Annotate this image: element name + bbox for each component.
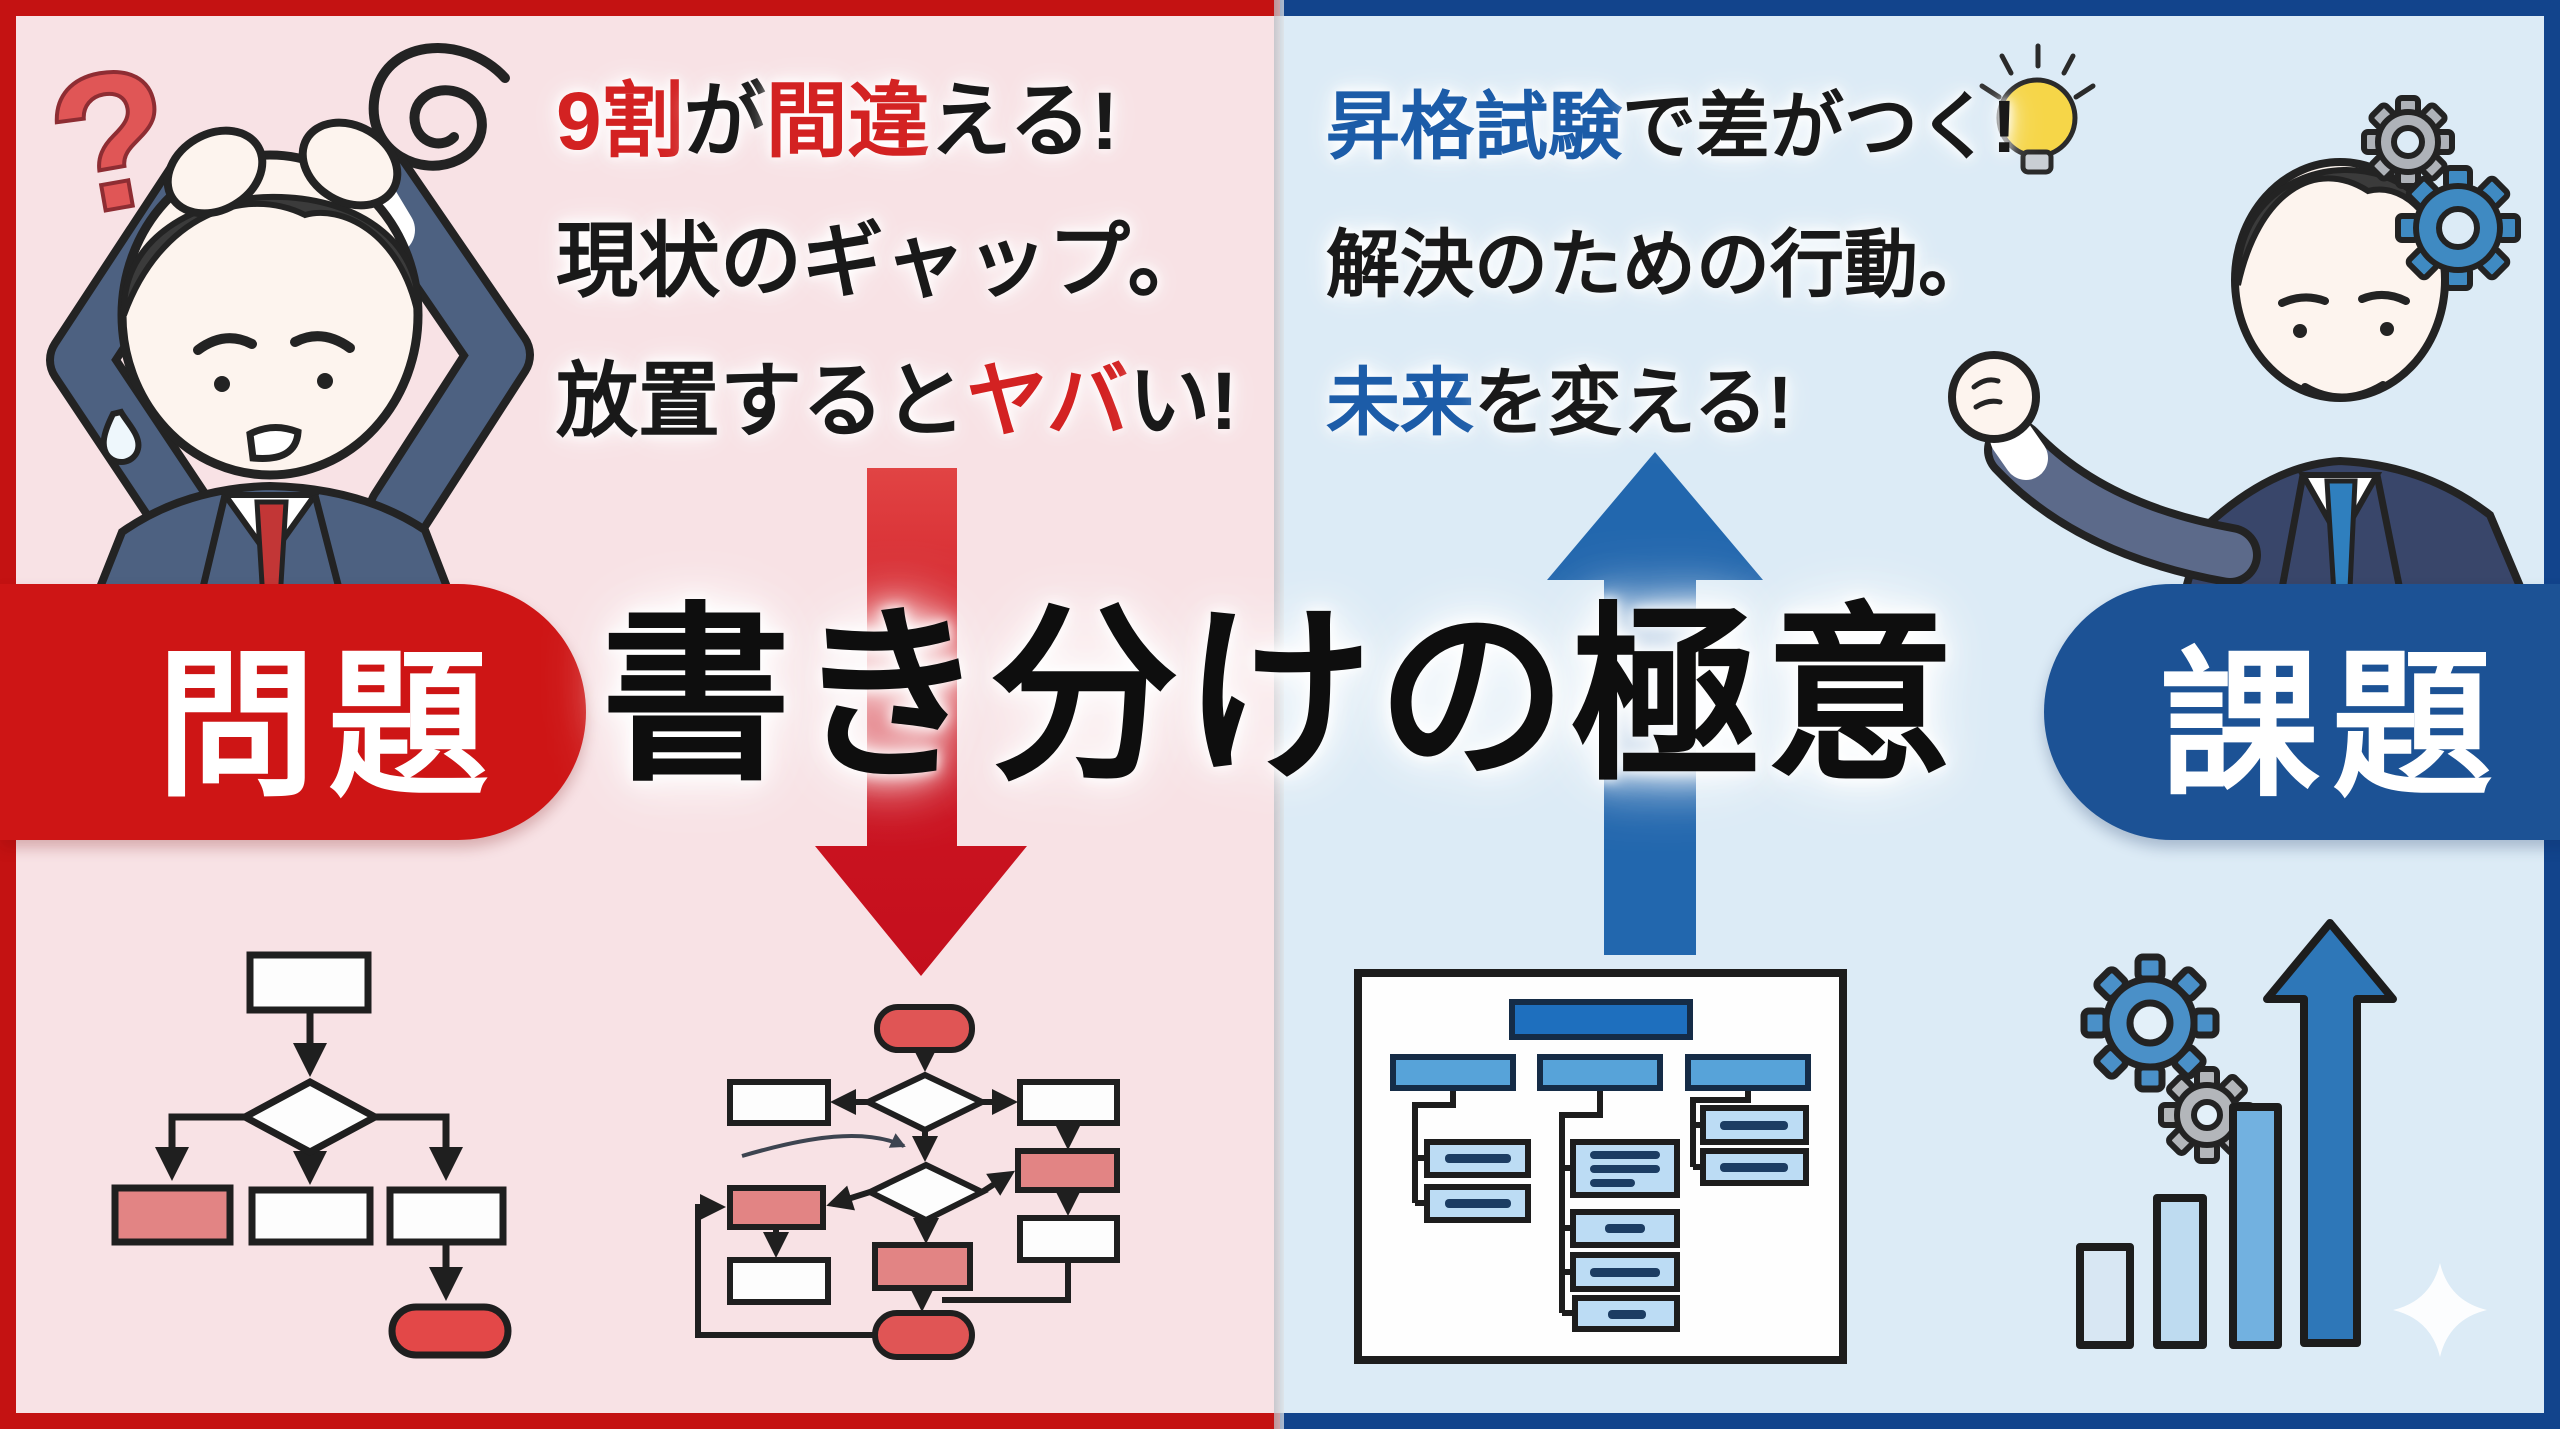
headline-line: 放置するとヤバい! xyxy=(556,332,1238,472)
main-title: 書き分けの極意 xyxy=(600,591,1959,803)
headline-segment: で差がつく! xyxy=(1622,85,2017,168)
flow-node xyxy=(727,1257,831,1305)
gears-top-right xyxy=(2361,95,2521,291)
org-branch-bar xyxy=(1537,1054,1663,1091)
flow-terminal-node xyxy=(388,1303,512,1359)
flow-node-highlighted xyxy=(872,1242,973,1291)
head xyxy=(2231,158,2450,402)
flow-node-highlighted xyxy=(1015,1148,1120,1193)
growth-bar xyxy=(2076,1243,2134,1349)
flow-terminal-node xyxy=(874,1004,975,1053)
headline-segment: 間違 xyxy=(765,76,930,167)
sparkle-icon xyxy=(2393,1263,2487,1357)
flow-node-highlighted xyxy=(727,1185,826,1230)
flow-node-highlighted xyxy=(111,1184,234,1246)
headline-line: 現状のギャップ。 xyxy=(556,192,1238,332)
org-node-text-lines xyxy=(1445,1121,1788,1319)
headline-line: 解決のための行動。 xyxy=(1326,196,2017,334)
gear-icon xyxy=(2361,95,2455,189)
gear-icon xyxy=(2395,165,2521,291)
headline-segment: 昇格試験 xyxy=(1326,85,1622,168)
worried-mouth xyxy=(246,424,302,462)
sweat-drop-icon xyxy=(100,408,142,466)
flow-node xyxy=(246,951,372,1014)
confident-businessman-illustration xyxy=(1948,158,2535,610)
flow-node xyxy=(727,1079,831,1126)
lightbulb-icon xyxy=(1979,43,2096,175)
headline-segment: える! xyxy=(929,76,1119,167)
headline-segment: 解決のための行動。 xyxy=(1326,223,1992,306)
org-chart-board xyxy=(1354,969,1847,1364)
task-label: 課題 xyxy=(2159,636,2504,815)
gear-icon xyxy=(2158,1066,2256,1164)
worried-businessman-illustration xyxy=(46,118,534,600)
blue-up-arrow-icon xyxy=(1547,452,1763,955)
problem-label: 問題 xyxy=(155,636,500,815)
problem-headline: 9割が間違える! 現状のギャップ。 放置するとヤバい! xyxy=(556,52,1238,472)
headline-segment: 未来 xyxy=(1326,361,1474,444)
flow-node xyxy=(248,1186,374,1246)
problem-label-pill: 問題 xyxy=(0,584,586,840)
gear-icon xyxy=(2080,953,2220,1093)
org-branch-bar xyxy=(1390,1054,1516,1091)
growth-bar-chart xyxy=(2076,919,2487,1357)
headline-segment: 現状のギャップ。 xyxy=(556,216,1210,307)
red-tie xyxy=(254,499,289,600)
center-divider xyxy=(1274,0,1284,1429)
suit xyxy=(90,481,457,600)
scribble-arrow xyxy=(741,1133,906,1158)
smile-mouth xyxy=(2301,381,2387,402)
hands xyxy=(163,118,402,218)
headline-segment: ヤバ xyxy=(966,356,1129,447)
headline-segment: 9割 xyxy=(556,76,684,167)
task-headline: 昇格試験で差がつく! 解決のための行動。 未来を変える! xyxy=(1326,58,2017,472)
swirl-path xyxy=(368,43,510,171)
headline-segment: が xyxy=(683,76,766,167)
growth-arrow xyxy=(2263,919,2397,1347)
simple-flowchart xyxy=(111,951,512,1359)
blue-tie xyxy=(2324,478,2358,610)
headline-line: 昇格試験で差がつく! xyxy=(1326,58,2017,196)
task-label-pill: 課題 xyxy=(2044,584,2560,840)
flow-terminal-node xyxy=(872,1310,975,1360)
org-branch-bar xyxy=(1685,1054,1811,1091)
flow-node xyxy=(1017,1079,1120,1126)
headline-segment: い! xyxy=(1128,356,1238,447)
red-arrow-shape xyxy=(815,468,1027,976)
flow-decision-node xyxy=(237,1078,383,1156)
headline-line: 未来を変える! xyxy=(1326,334,2017,472)
headline-line: 9割が間違える! xyxy=(556,52,1238,192)
flow-node xyxy=(1017,1215,1120,1263)
raised-fist-arm xyxy=(1948,351,2261,586)
red-down-arrow-icon xyxy=(815,468,1027,976)
growth-bar xyxy=(2153,1194,2207,1349)
headline-segment: を変える! xyxy=(1474,361,1793,444)
suit xyxy=(2175,456,2535,610)
flow-decision-node xyxy=(863,1161,989,1224)
head xyxy=(100,150,423,480)
blue-arrow-shape xyxy=(1547,452,1763,955)
flow-decision-node xyxy=(861,1071,989,1134)
org-header-bar xyxy=(1509,999,1693,1040)
flow-node xyxy=(386,1186,507,1246)
complex-flowchart xyxy=(695,1004,1120,1360)
growth-bar xyxy=(2229,1103,2282,1349)
headline-segment: 放置すると xyxy=(556,356,967,447)
fist xyxy=(1948,351,2040,443)
